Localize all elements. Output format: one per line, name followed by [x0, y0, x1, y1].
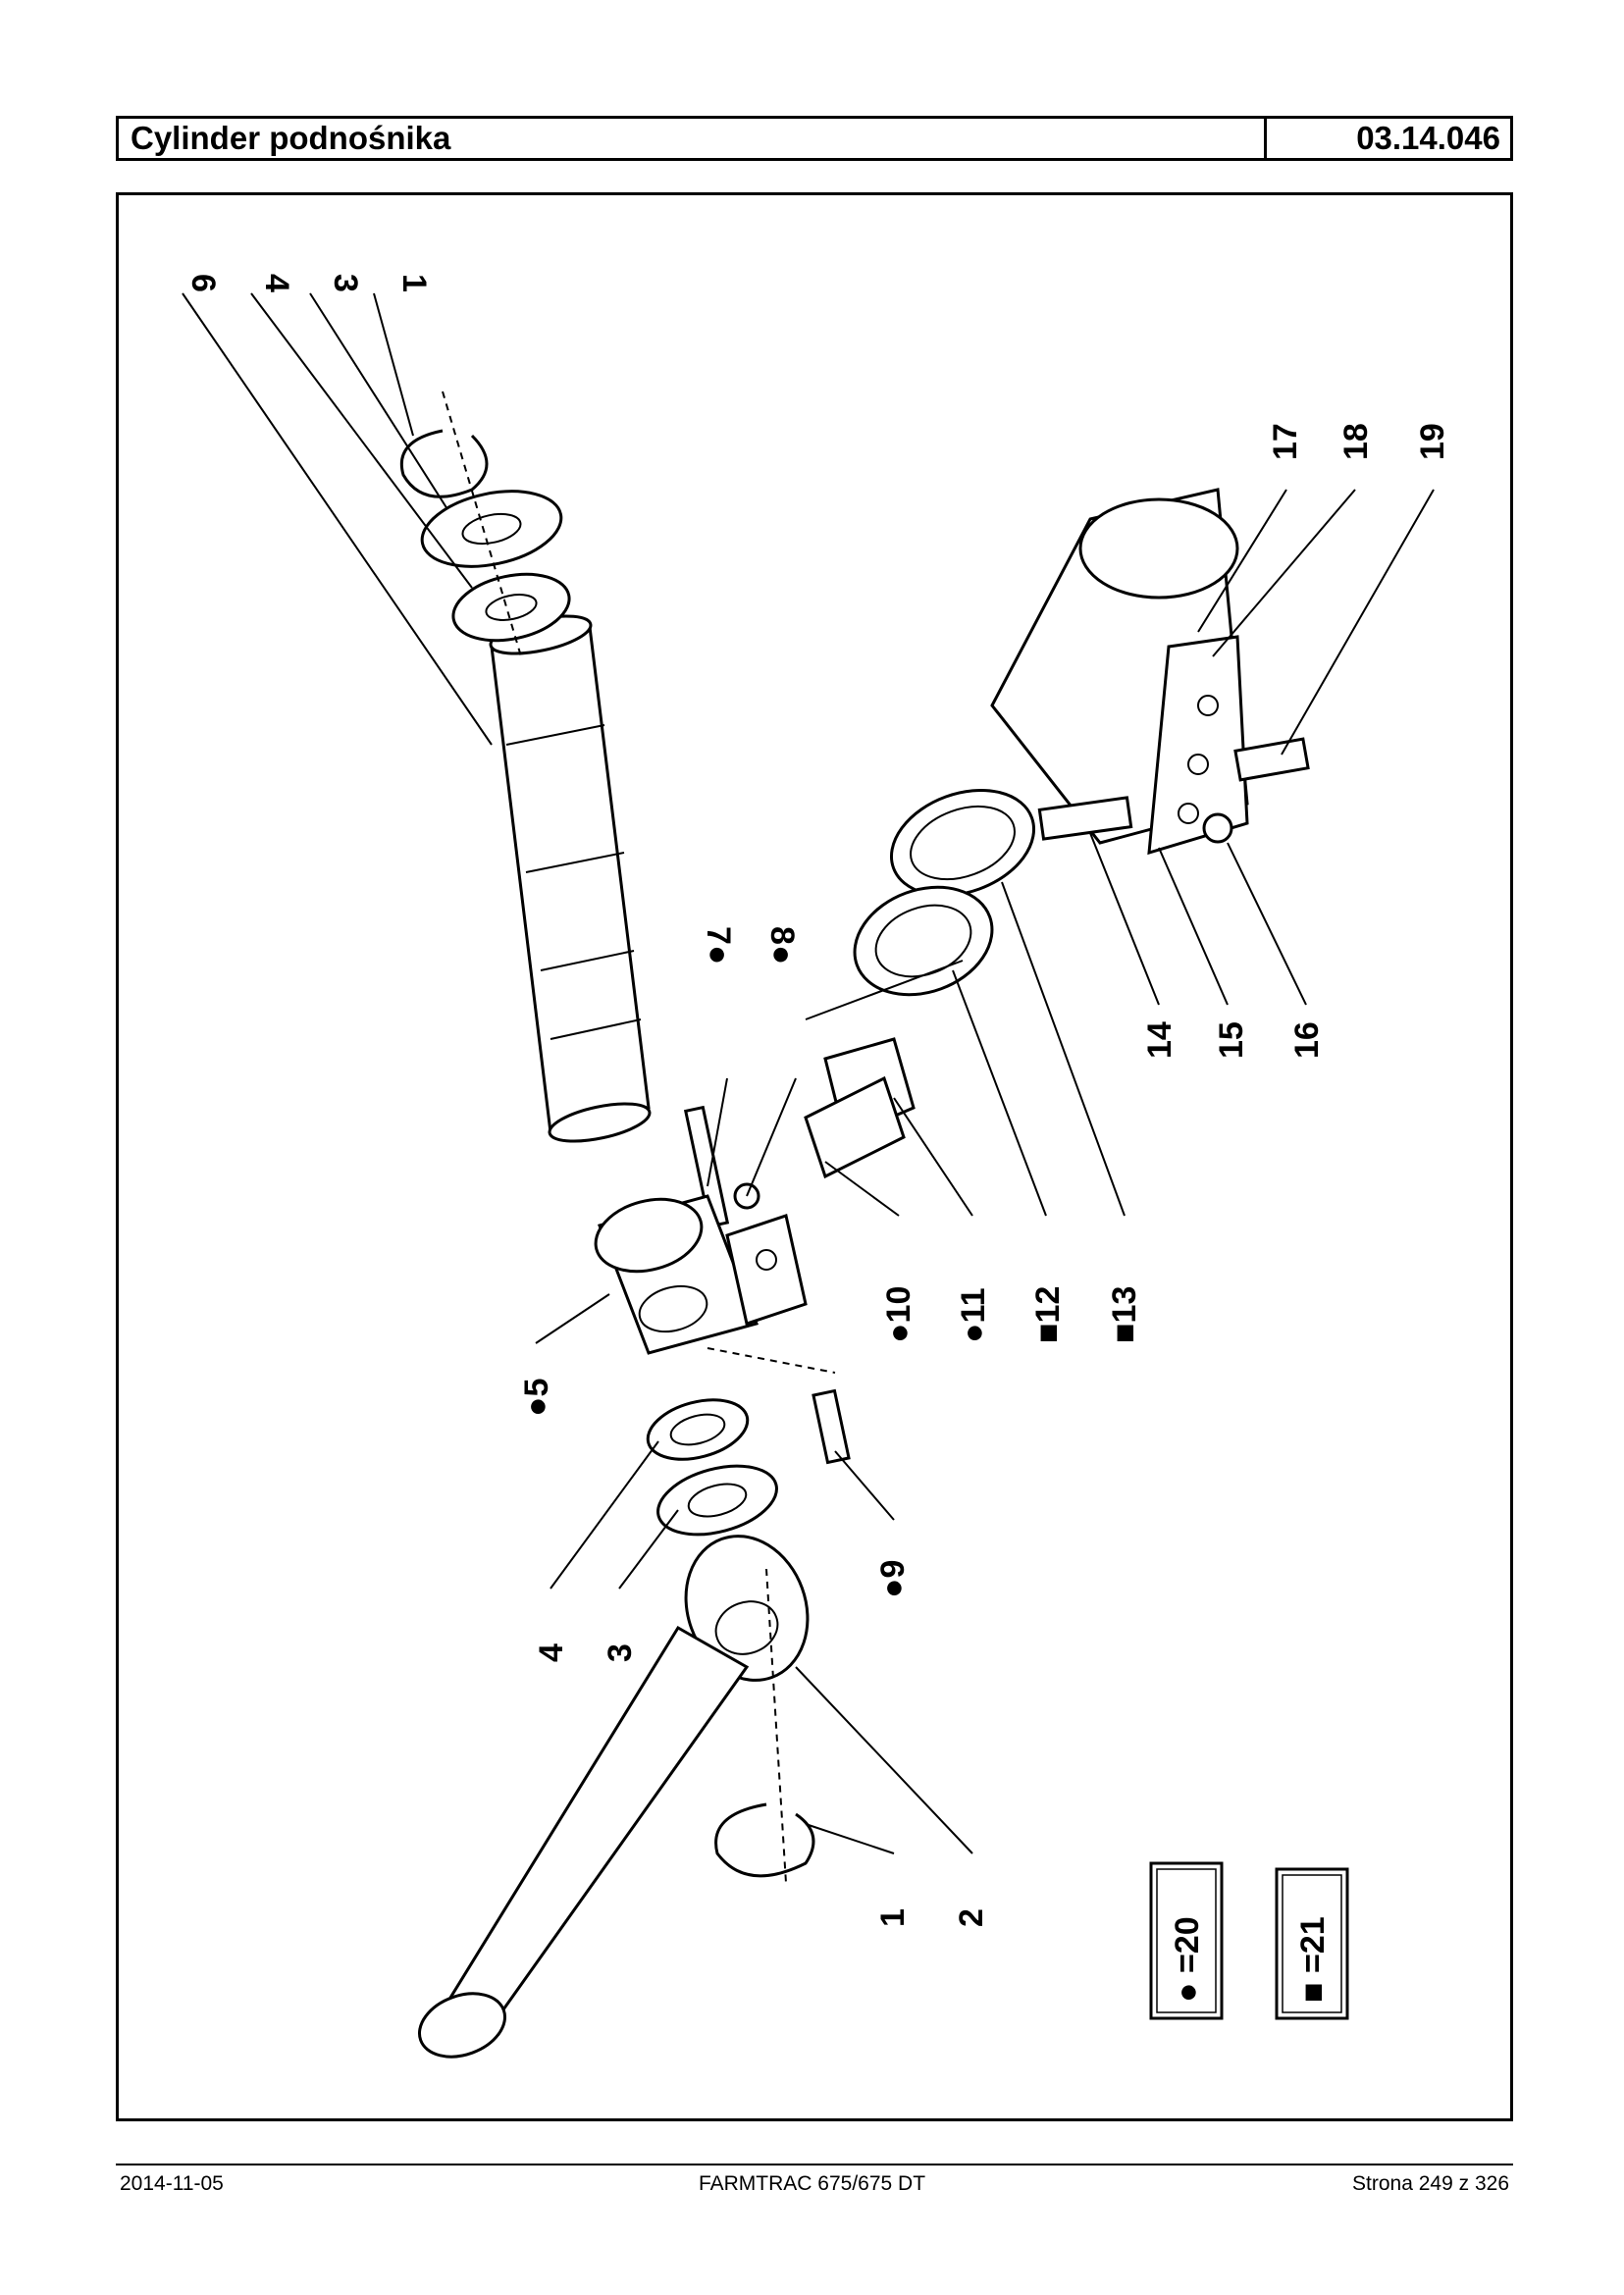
footer-rule [116, 2164, 1513, 2165]
nut-part [1202, 812, 1233, 844]
lever-arm-part [417, 1535, 810, 2059]
callout-18: 18 [1337, 423, 1375, 460]
washer-part [420, 490, 563, 568]
callout-13: ■13 [1106, 1286, 1143, 1343]
callout-2: 2 [953, 1908, 990, 1927]
page-title: Cylinder podnośnika [119, 119, 1267, 158]
washer-part [656, 1464, 778, 1537]
circlip-part [714, 1802, 815, 1878]
callout-8: 8● [763, 926, 801, 965]
diagram-frame: 1 3 4 6 17 18 19 14 15 16 7● 8● ●10 ●11 … [116, 192, 1513, 2121]
pin-part [812, 1388, 851, 1465]
callout-5: ●5 [518, 1379, 555, 1417]
callout-14: 14 [1141, 1021, 1179, 1059]
footer-model: FARMTRAC 675/675 DT [698, 2172, 926, 2195]
callout-12: ■12 [1029, 1286, 1067, 1343]
callout-4: 4 [258, 274, 295, 292]
callout-10: ●10 [880, 1286, 917, 1343]
footer-date: 2014-11-05 [120, 2172, 224, 2195]
plate-part [1037, 796, 1133, 841]
legend-square-text: ■ =21 [1294, 1916, 1332, 2003]
callout-19: 19 [1414, 423, 1451, 460]
section-code: 03.14.046 [1356, 120, 1500, 156]
callout-6: 6 [184, 274, 222, 292]
callout-9: ●9 [874, 1560, 912, 1598]
header-table: Cylinder podnośnika 03.14.046 [116, 116, 1513, 161]
washer-part [646, 1398, 750, 1461]
washer-part [451, 572, 571, 643]
callout-3: 3 [327, 274, 364, 292]
callout-4-lower: 4 [533, 1643, 570, 1662]
callout-7: 7● [700, 926, 737, 965]
shaft-part [489, 614, 652, 1143]
callout-15: 15 [1213, 1021, 1250, 1059]
callout-11: ●11 [955, 1288, 992, 1343]
callout-1-lower: 1 [874, 1908, 912, 1927]
callout-1: 1 [395, 274, 433, 292]
footer-page: Strona 249 z 326 [1352, 2172, 1509, 2195]
callout-3-lower: 3 [602, 1643, 639, 1662]
cylinder-body-part [990, 488, 1249, 856]
legend-circle: ● =20 [1149, 1861, 1224, 2020]
callout-17: 17 [1267, 423, 1304, 460]
callout-16: 16 [1288, 1021, 1326, 1059]
legend-circle-text: ● =20 [1169, 1916, 1206, 2003]
piston-part [804, 788, 1036, 1179]
lever-hub-part [594, 1194, 808, 1355]
legend-square: ■ =21 [1275, 1867, 1349, 2020]
bolt-part [1233, 737, 1310, 782]
circlip-part [400, 429, 489, 498]
exploded-view-diagram: 1 3 4 6 17 18 19 14 15 16 7● 8● ●10 ●11 … [182, 274, 1451, 2059]
